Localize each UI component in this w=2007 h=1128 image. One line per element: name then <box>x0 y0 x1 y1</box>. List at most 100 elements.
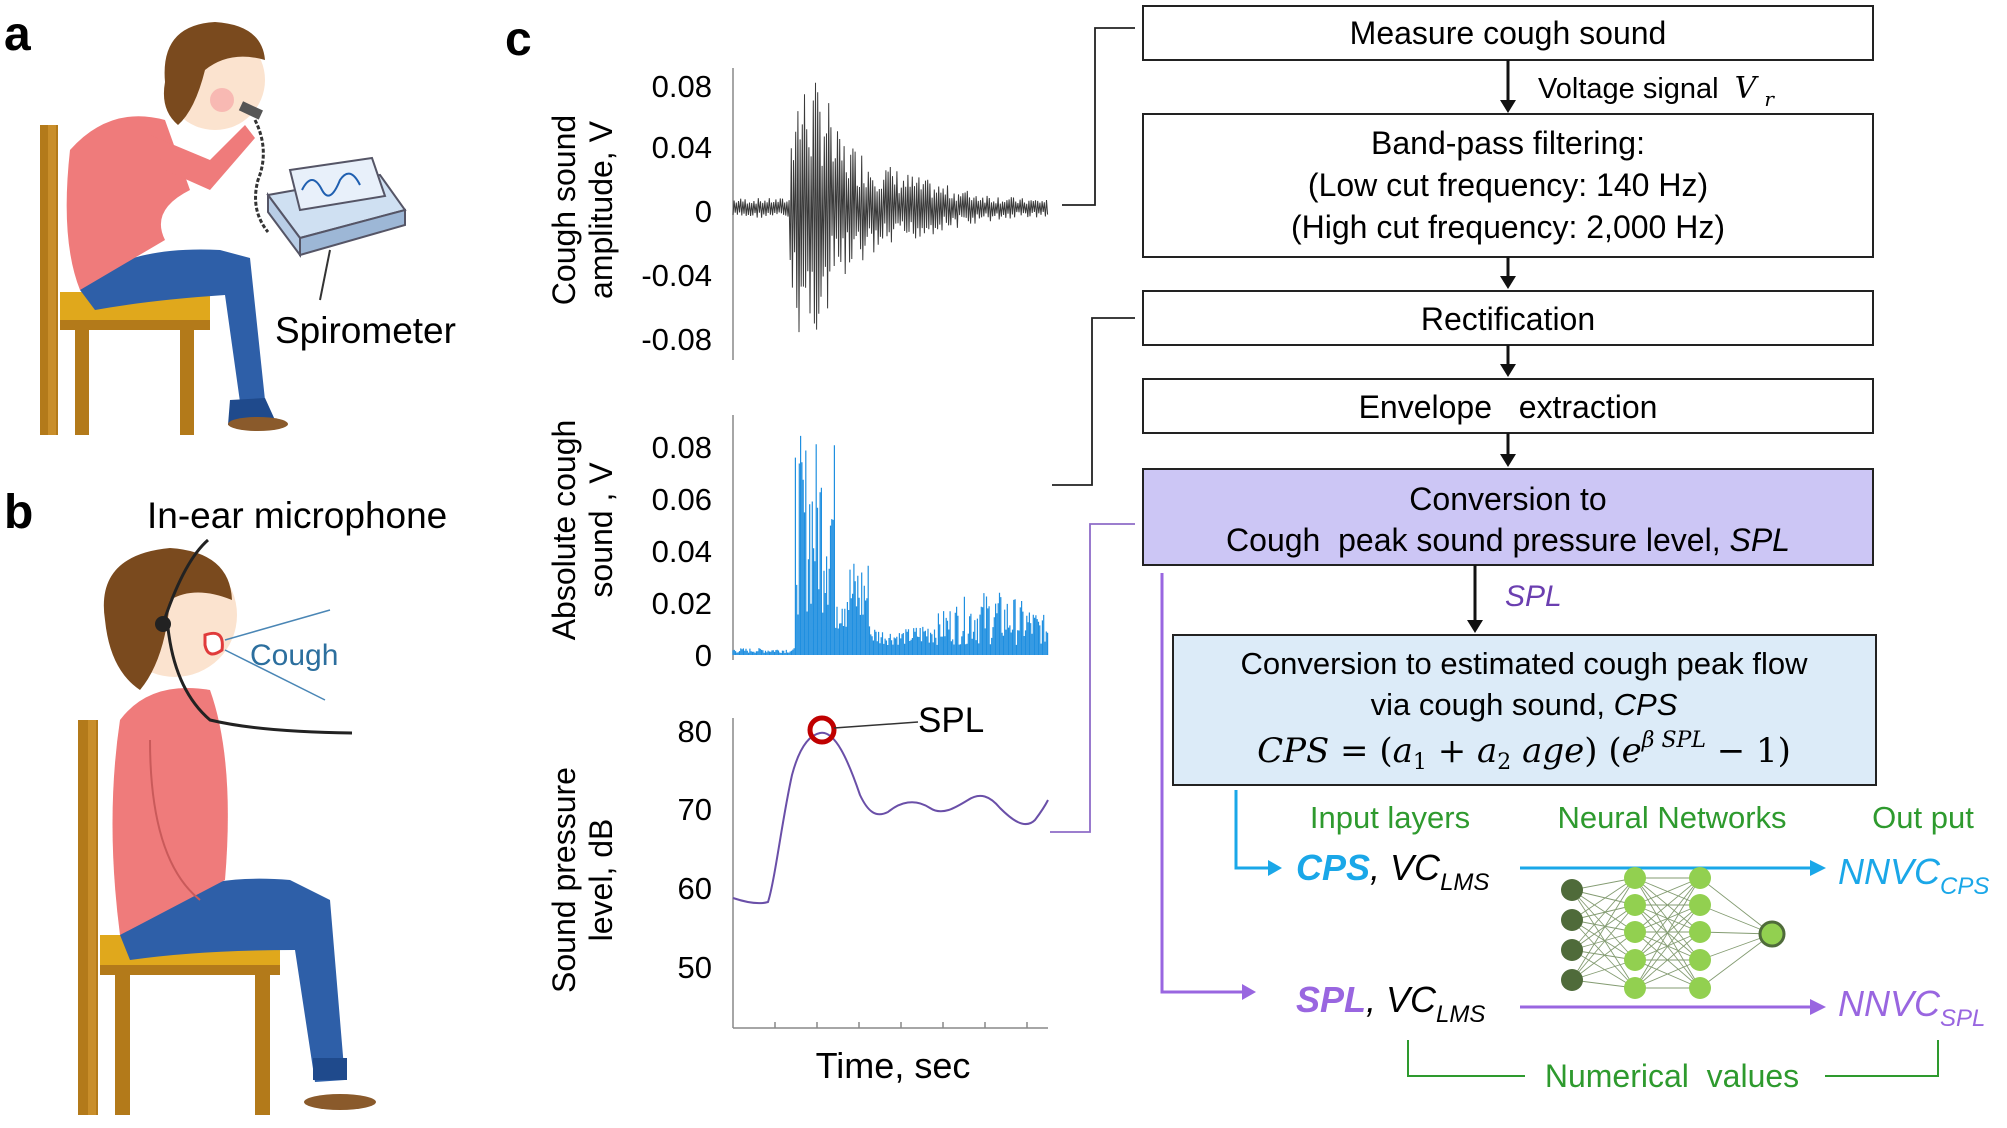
nn-edge <box>1571 877 1636 951</box>
abs-y-ticks: 0.08 0.06 0.04 0.02 0 <box>652 430 712 673</box>
nn-edge <box>1571 877 1636 981</box>
nnvc-cps-output: NNVCCPS <box>1838 851 1989 900</box>
seated-person-microphone-illustration <box>78 538 376 1115</box>
envelope-box <box>1142 378 1874 434</box>
conversion-spl-box <box>1142 468 1874 566</box>
connector-conversion-to-spl <box>1050 523 1135 833</box>
nn-hidden-node <box>1624 949 1646 971</box>
conversion-line1: Conversion to <box>1409 481 1606 517</box>
cps-input-label: CPS, VCLMS <box>1296 847 1489 896</box>
time-xlabel: Time, sec <box>816 1045 971 1086</box>
raw-tick-label: -0.08 <box>641 322 712 357</box>
nn-edge <box>1699 933 1773 989</box>
panel-a: a <box>4 8 456 435</box>
nn-edge <box>1634 877 1701 989</box>
spl-tick-label: 50 <box>678 950 712 985</box>
raw-tick-label: 0.08 <box>652 69 712 104</box>
abs-tick-label: 0.08 <box>652 430 712 465</box>
nn-hidden-node <box>1624 977 1646 999</box>
nn-edge <box>1699 877 1773 935</box>
numerical-values-label: Numerical values <box>1545 1058 1799 1094</box>
nn-edge <box>1634 904 1701 989</box>
nnvc-spl-output: NNVCSPL <box>1838 983 1985 1032</box>
processing-flowchart: Measure cough sound Voltage signal V r B… <box>1142 5 1877 786</box>
nn-hidden-node <box>1624 921 1646 943</box>
nn-edge <box>1571 889 1636 933</box>
nn-edge <box>1571 889 1636 989</box>
spl-ylabel-line1: Sound pressure <box>546 767 582 993</box>
numerical-values-bracket-right <box>1825 1040 1939 1077</box>
cps-line1: Conversion to estimated cough peak flow <box>1241 646 1809 681</box>
panel-c-label: c <box>505 13 532 66</box>
nn-hidden-node <box>1689 977 1711 999</box>
nn-edge <box>1634 877 1701 906</box>
plot-raw-amplitude: Cough sound amplitude, V 0.08 0.04 0 -0.… <box>546 68 1049 360</box>
nn-hidden-node <box>1689 867 1711 889</box>
plot-sound-pressure-level: Sound pressure level, dB 80 70 60 50 SPL… <box>546 701 1049 1086</box>
nn-output-node <box>1758 920 1786 948</box>
bandpass-box <box>1142 113 1874 258</box>
input-layers-header: Input layers <box>1310 800 1470 835</box>
bandpass-line1: Band-pass filtering: <box>1371 125 1645 161</box>
spl-y-ticks: 80 70 60 50 <box>678 714 712 985</box>
nn-edge <box>1571 904 1636 951</box>
measure-text: Measure cough sound <box>1350 15 1667 51</box>
abs-tick-label: 0.04 <box>652 534 712 569</box>
connector-rectification-to-abs <box>1052 317 1135 486</box>
panel-b-label: b <box>4 486 33 539</box>
rectification-text: Rectification <box>1421 301 1595 337</box>
panel-b: b In-ear microphone <box>4 486 447 1115</box>
raw-tick-label: 0 <box>695 194 712 229</box>
nn-hidden-node <box>1624 894 1646 916</box>
conversion-line2: Cough peak sound pressure level, SPL <box>1226 522 1790 558</box>
connector-measure-to-raw <box>1062 27 1135 206</box>
spl-peak-label: SPL <box>918 701 984 740</box>
nn-edge <box>1571 877 1636 921</box>
envelope-text: Envelope extraction <box>1359 389 1658 425</box>
rectification-box <box>1142 290 1874 346</box>
neural-network-connections <box>1571 877 1773 989</box>
cps-conversion-box <box>1172 634 1877 786</box>
neural-networks-header: Neural Networks <box>1557 800 1786 835</box>
nn-hidden-node <box>1689 894 1711 916</box>
spl-x-minor-ticks <box>774 1022 1028 1028</box>
plot-absolute-sound: Absolute cough sound , V 0.08 0.06 0.04 … <box>546 415 1049 673</box>
nn-hidden-node <box>1689 949 1711 971</box>
spl-ylabel-line2: level, dB <box>583 819 619 942</box>
nn-edge <box>1571 904 1636 981</box>
nn-edge <box>1571 889 1636 961</box>
raw-amplitude-waveform <box>732 82 1049 333</box>
spl-tick-label: 60 <box>678 871 712 906</box>
abs-tick-label: 0.02 <box>652 586 712 621</box>
nn-edge <box>1634 931 1701 989</box>
nn-edge <box>1571 919 1636 989</box>
abs-tick-label: 0.06 <box>652 482 712 517</box>
voltage-signal-label: Voltage signal V r <box>1538 71 1775 111</box>
nn-edge <box>1634 877 1701 961</box>
nn-edge <box>1571 949 1636 989</box>
spl-peak-marker <box>807 715 837 745</box>
nn-hidden-node <box>1689 921 1711 943</box>
nn-edge <box>1571 931 1636 981</box>
nn-edge <box>1571 959 1636 981</box>
seated-person-spirometer-illustration <box>40 22 407 435</box>
absolute-sound-waveform <box>732 435 1049 655</box>
raw-tick-label: -0.04 <box>641 258 712 293</box>
cough-label: Cough <box>250 639 338 672</box>
nn-input-node <box>1561 909 1583 931</box>
measure-box <box>1142 5 1874 61</box>
plot-to-flow-connectors <box>1050 27 1135 833</box>
in-ear-microphone-label: In-ear microphone <box>147 495 447 536</box>
nn-input-node <box>1561 879 1583 901</box>
numerical-values-bracket-left <box>1407 1040 1525 1077</box>
bandpass-line3: (High cut frequency: 2,000 Hz) <box>1291 209 1725 245</box>
neural-network-nodes <box>1561 867 1786 999</box>
raw-tick-label: 0.04 <box>652 130 712 165</box>
nn-edge <box>1571 919 1636 961</box>
spl-input-label: SPL, VCLMS <box>1296 979 1485 1028</box>
panel-a-label: a <box>4 8 31 61</box>
spl-tick-label: 80 <box>678 714 712 749</box>
output-header: Out put <box>1872 800 1974 835</box>
cps-path-line <box>1234 790 1270 870</box>
